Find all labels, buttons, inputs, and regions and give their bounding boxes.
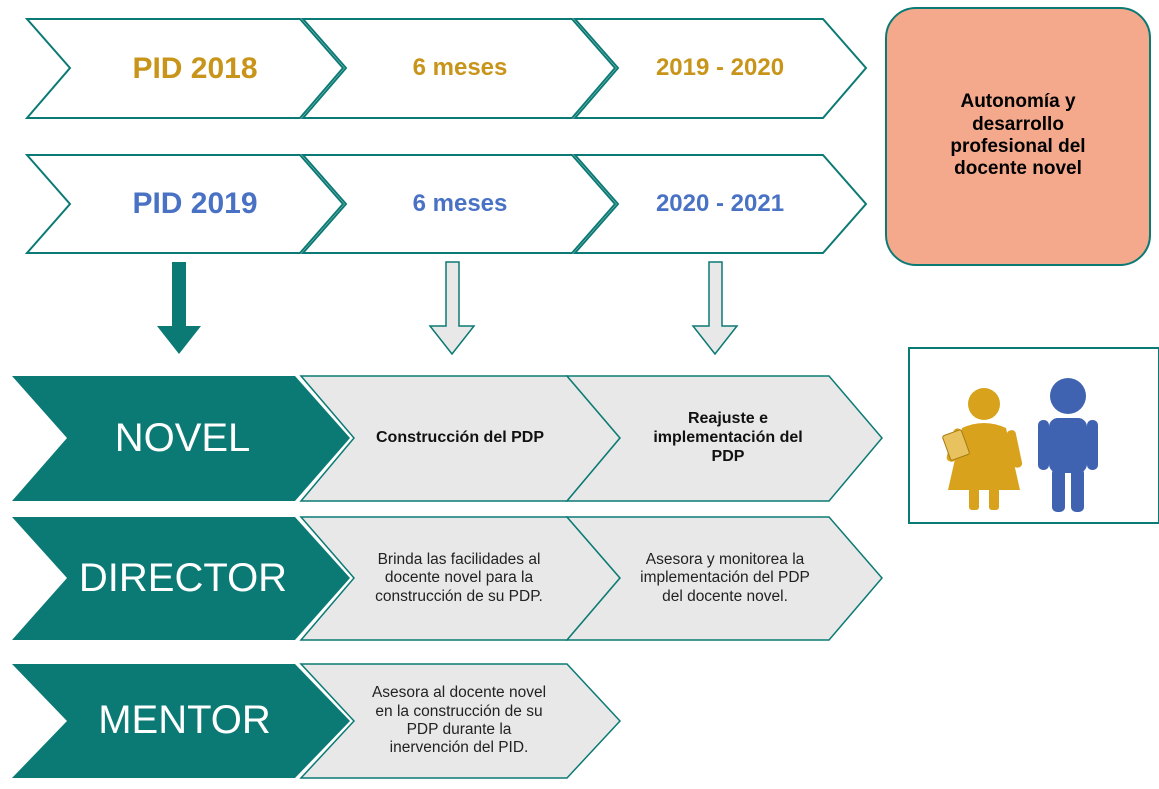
chevron-duration-2018 [300, 18, 617, 119]
outcome-box [885, 7, 1151, 266]
period-2018-label: 2019 - 2020 [655, 54, 785, 82]
chevron-period-2018 [572, 18, 868, 119]
chevron-duration-2019 [300, 154, 617, 254]
pid-2018-label: PID 2018 [132, 51, 258, 85]
person-male-icon [1038, 378, 1098, 512]
mentor-stage1-text: Asesora al docente novel en la construcc… [371, 684, 547, 757]
down-arrow-gray-2 [691, 261, 739, 356]
period-2019-label: 2020 - 2021 [655, 189, 785, 217]
stage-mentor-1 [299, 663, 622, 779]
director-stage1-text: Brinda las facilidades al docente novel … [375, 551, 543, 605]
director-stage2-text: Asesora y monitorea la implementación de… [640, 551, 810, 605]
outcome-text: Autonomía y desarrollo profesional del d… [950, 91, 1086, 180]
role-label-novel: NOVEL [114, 415, 251, 460]
chevron-pid2018 [24, 18, 345, 119]
down-arrow-teal [157, 262, 201, 354]
novel-stage2-text: Reajuste e implementación del PDP [653, 410, 803, 465]
stage-director-2 [565, 516, 883, 641]
chevron-pid2019 [24, 154, 345, 254]
teacher-female-icon [942, 388, 1023, 510]
role-chevron-mentor [12, 664, 350, 778]
novel-stage1-text: Construcción del PDP [375, 429, 545, 447]
stage-novel-2 [565, 375, 883, 502]
role-label-mentor: MENTOR [98, 698, 271, 743]
down-arrow-gray-1 [428, 261, 476, 356]
chevron-period-2019 [572, 154, 868, 254]
pid-2019-label: PID 2019 [132, 187, 258, 221]
role-label-director: DIRECTOR [78, 555, 288, 600]
duration-2019-label: 6 meses [412, 189, 508, 217]
role-chevron-director [12, 517, 350, 640]
duration-2018-label: 6 meses [412, 54, 508, 82]
role-chevron-novel [12, 376, 350, 501]
